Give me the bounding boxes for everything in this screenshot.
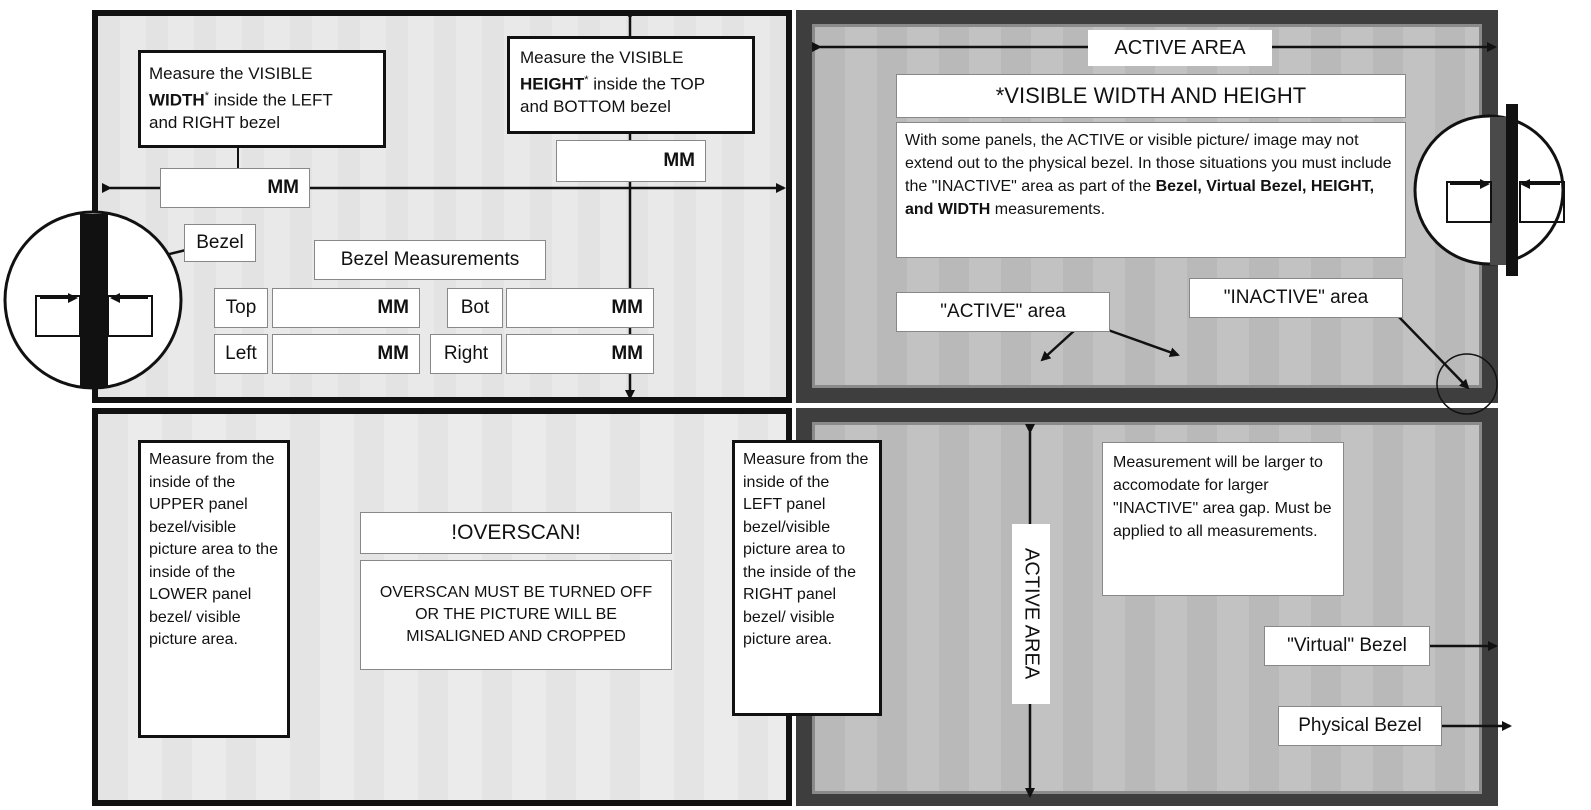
overscan-title: !OVERSCAN! — [360, 512, 672, 554]
inactive-area-callout: "INACTIVE" area — [1189, 278, 1403, 318]
bezel-measurements-title: Bezel Measurements — [314, 240, 546, 280]
left-label: Left — [214, 334, 268, 374]
bot-label: Bot — [447, 288, 503, 328]
visible-width-height-title: *VISIBLE WIDTH AND HEIGHT — [896, 74, 1406, 118]
active-area-label: ACTIVE AREA — [1088, 30, 1272, 66]
visible-width-instruction: Measure the VISIBLE WIDTH* inside the LE… — [138, 50, 386, 148]
right-mm-field[interactable]: MM — [506, 334, 654, 374]
bot-mm-field[interactable]: MM — [506, 288, 654, 328]
visible-height-instruction: Measure the VISIBLE HEIGHT* inside the T… — [507, 36, 755, 134]
active-area-vertical-label: ACTIVE AREA — [1012, 524, 1050, 704]
active-area-callout: "ACTIVE" area — [896, 292, 1110, 332]
larger-measurement-note: Measurement will be larger to accomodate… — [1102, 442, 1344, 596]
virtual-bezel-label: "Virtual" Bezel — [1264, 626, 1430, 666]
width-measure-note: Measure from the inside of the LEFT pane… — [732, 440, 882, 716]
top-mm-field[interactable]: MM — [272, 288, 420, 328]
left-mm-field[interactable]: MM — [272, 334, 420, 374]
physical-bezel-label: Physical Bezel — [1278, 706, 1442, 746]
width-mm-field[interactable]: MM — [160, 168, 310, 208]
height-measure-note: Measure from the inside of the UPPER pan… — [138, 440, 290, 738]
right-magnifier — [1413, 114, 1565, 266]
bezel-label: Bezel — [184, 224, 256, 262]
overscan-warning: OVERSCAN MUST BE TURNED OFF OR THE PICTU… — [360, 560, 672, 670]
height-mm-field[interactable]: MM — [556, 140, 706, 182]
inactive-area-note: With some panels, the ACTIVE or visible … — [896, 122, 1406, 258]
right-label: Right — [430, 334, 502, 374]
top-label: Top — [214, 288, 268, 328]
